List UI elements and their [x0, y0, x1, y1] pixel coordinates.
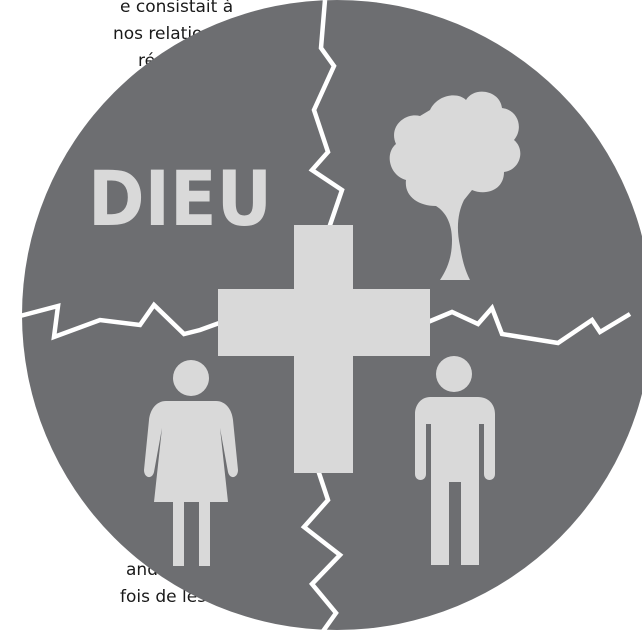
crack-left [19, 301, 223, 341]
text-line: e consistait à [120, 0, 234, 17]
god-label: DIEU [88, 154, 272, 243]
man-icon [415, 356, 495, 565]
cross-icon [218, 225, 430, 473]
crack-right [427, 303, 632, 346]
crack-bottom [300, 469, 344, 641]
woman-icon [144, 360, 238, 566]
tree-icon [389, 91, 521, 280]
crack-top [308, 0, 345, 229]
text-line: fois de les [120, 587, 207, 607]
